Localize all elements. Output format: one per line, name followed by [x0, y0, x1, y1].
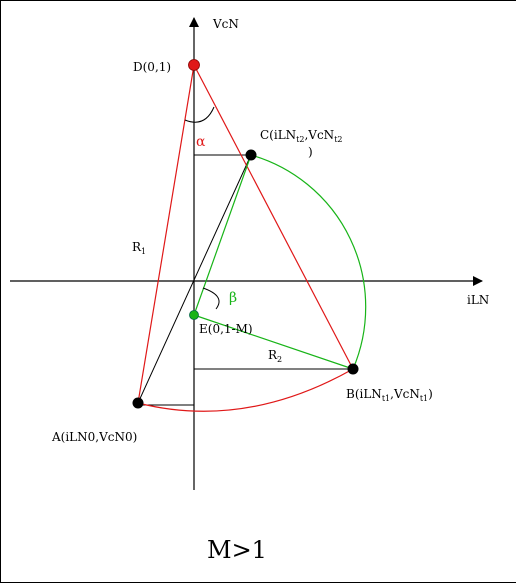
- point-b-label-mid: ,VcN: [390, 387, 420, 401]
- arc-a-to-b: [137, 368, 354, 412]
- point-b-label-close: ): [428, 387, 433, 401]
- point-c-label-close: ): [308, 145, 313, 159]
- point-b-marker: [347, 363, 359, 375]
- alpha-angle-arc: [184, 106, 215, 123]
- x-axis-label: iLN: [467, 293, 489, 307]
- point-c-label-mid: ,VcN: [304, 128, 334, 142]
- point-c-label: C(iLNt2,VcNt2: [260, 128, 343, 144]
- point-b-label-sub2: t1: [420, 394, 428, 403]
- point-e-label: E(0,1-M): [199, 322, 253, 336]
- point-a-label: A(iLN0,VcN0): [51, 430, 137, 444]
- point-b-label-main: B(iLN: [346, 387, 382, 401]
- line-e-to-c: [193, 154, 252, 316]
- radius-r1-main: R: [132, 240, 142, 254]
- point-a-marker: [132, 397, 144, 409]
- condition-caption: M>1: [207, 536, 267, 564]
- line-a-to-c: [137, 154, 252, 404]
- arc-c-to-b: [250, 154, 367, 370]
- line-e-to-b: [193, 314, 354, 370]
- point-c-label-main: C(iLN: [260, 128, 296, 142]
- point-b-label-sub1: t1: [382, 394, 390, 403]
- line-d-to-b: [193, 64, 354, 370]
- radius-r1-label: R1: [132, 240, 146, 256]
- beta-angle-arc: [202, 287, 220, 310]
- point-c-label-sub2: t2: [334, 135, 342, 144]
- point-e-marker: [189, 310, 199, 320]
- radius-r2-main: R: [268, 348, 278, 362]
- point-d-label: D(0,1): [133, 60, 171, 74]
- radius-r2-label: R2: [268, 348, 282, 364]
- radius-r1-sub: 1: [141, 247, 146, 256]
- y-axis-label: VcN: [212, 17, 239, 31]
- radius-r2-sub: 2: [277, 355, 282, 364]
- beta-label: β: [229, 290, 237, 306]
- point-c-label-sub1: t2: [296, 135, 304, 144]
- line-d-to-a: [137, 64, 195, 404]
- alpha-label: α: [196, 134, 206, 150]
- point-d-marker: [188, 59, 200, 71]
- point-b-label: B(iLNt1,VcNt1): [346, 387, 433, 403]
- point-c-marker: [245, 149, 257, 161]
